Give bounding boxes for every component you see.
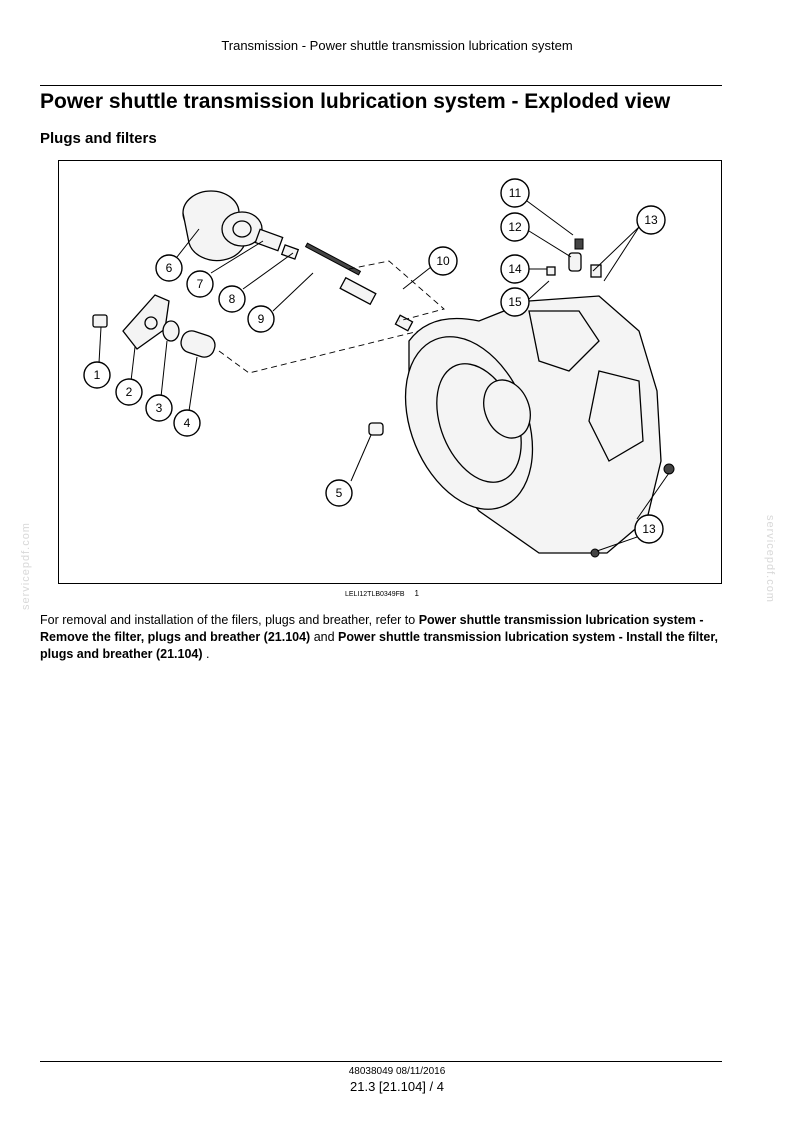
figure-caption: LELI12TLB0349FB 1 xyxy=(345,589,419,598)
install-procedure-link[interactable]: Power shuttle transmission lubrication s… xyxy=(40,630,718,661)
transmission-housing-part xyxy=(404,238,675,558)
callout-10: 10 xyxy=(428,246,458,276)
svg-text:7: 7 xyxy=(197,277,204,291)
callout-9: 9 xyxy=(247,305,275,333)
svg-text:6: 6 xyxy=(166,261,173,275)
figure-caption-id: LELI12TLB0349FB xyxy=(345,591,405,598)
callout-13-bottom: 13 xyxy=(634,514,664,544)
svg-text:3: 3 xyxy=(156,401,163,415)
cover-parts xyxy=(92,294,216,358)
footer-rule xyxy=(40,1061,722,1062)
callout-3: 3 xyxy=(145,394,173,422)
callout-leaders xyxy=(98,200,670,552)
callout-8: 8 xyxy=(218,285,246,313)
callout-5: 5 xyxy=(325,479,353,507)
callout-12: 12 xyxy=(500,212,530,242)
svg-text:5: 5 xyxy=(336,486,343,500)
svg-text:11: 11 xyxy=(509,186,522,200)
page-title: Power shuttle transmission lubrication s… xyxy=(40,90,671,113)
body-paragraph: For removal and installation of the file… xyxy=(40,612,724,663)
svg-text:10: 10 xyxy=(436,254,450,268)
svg-text:1: 1 xyxy=(94,368,101,382)
svg-text:13: 13 xyxy=(644,213,658,227)
footer-doc-number: 48038049 08/11/2016 xyxy=(348,1066,446,1077)
body-text-intro: For removal and installation of the file… xyxy=(40,613,419,627)
body-text-end: . xyxy=(202,647,210,661)
body-text-and: and xyxy=(310,630,339,644)
header-rule xyxy=(40,85,722,86)
exploded-view-figure: 1 2 3 4 5 6 7 8 9 10 11 12 14 15 13 13 xyxy=(58,160,722,584)
callout-13-top: 13 xyxy=(636,205,666,235)
assembly-line xyxy=(218,330,469,374)
callout-11: 11 xyxy=(500,178,530,208)
section-title: Plugs and filters xyxy=(40,130,157,147)
figure-caption-number: 1 xyxy=(414,589,419,598)
callout-14: 14 xyxy=(500,254,530,284)
svg-text:12: 12 xyxy=(508,220,522,234)
plug-part xyxy=(368,422,384,436)
watermark-left: servicepdf.com xyxy=(20,522,32,610)
adapter-fitting-part xyxy=(254,228,414,332)
svg-text:2: 2 xyxy=(126,385,133,399)
footer-page-reference: 21.3 [21.104] / 4 xyxy=(350,1079,444,1094)
callout-15: 15 xyxy=(500,287,530,317)
svg-text:4: 4 xyxy=(184,416,191,430)
svg-text:8: 8 xyxy=(229,292,236,306)
assembly-line-10 xyxy=(348,260,445,322)
exploded-view-drawing: 1 2 3 4 5 6 7 8 9 10 11 12 14 15 13 13 xyxy=(83,178,675,558)
svg-text:13: 13 xyxy=(642,522,656,536)
callout-7: 7 xyxy=(186,270,214,298)
svg-text:15: 15 xyxy=(508,295,522,309)
running-header: Transmission - Power shuttle transmissio… xyxy=(221,38,573,53)
svg-text:9: 9 xyxy=(258,312,265,326)
filter-canister-part xyxy=(182,190,263,262)
remove-procedure-link[interactable]: Power shuttle transmission lubrication s… xyxy=(40,613,704,644)
callout-1: 1 xyxy=(83,361,111,389)
watermark-right: servicepdf.com xyxy=(764,515,776,603)
callout-2: 2 xyxy=(115,378,143,406)
callout-4: 4 xyxy=(173,409,201,437)
callout-6: 6 xyxy=(155,254,183,282)
svg-text:14: 14 xyxy=(508,262,522,276)
